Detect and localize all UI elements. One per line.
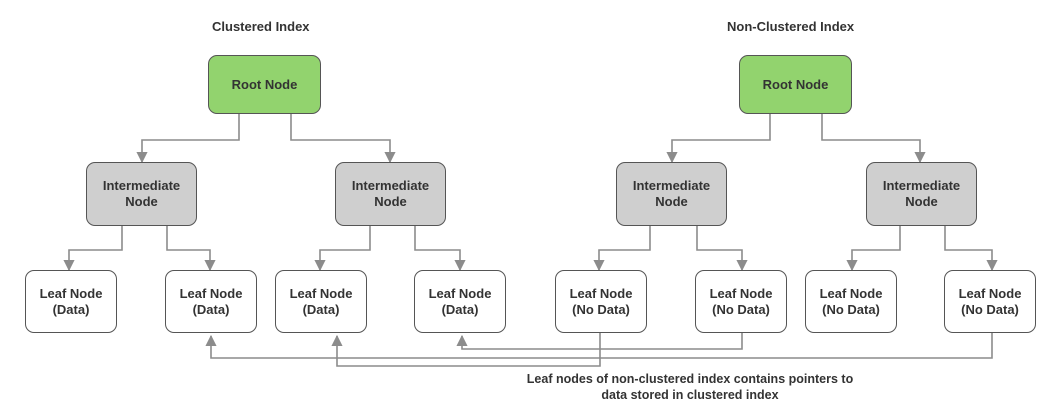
node-label-line1: Leaf Node	[179, 285, 243, 301]
pointer-caption: Leaf nodes of non-clustered index contai…	[440, 371, 940, 403]
edge-n-inter2-to-leaf-4	[944, 226, 998, 272]
node-label-line2: Node	[125, 194, 158, 209]
node-label-line2: Node	[655, 194, 688, 209]
edge-c-inter2-to-leaf-3	[314, 226, 371, 272]
node-label-line1: Leaf Node	[289, 285, 353, 301]
edge-c-inter1-to-leaf-2	[166, 226, 216, 272]
edge-n-inter2-to-leaf-3	[846, 226, 901, 272]
node-label-line2: (No Data)	[822, 301, 880, 317]
edge-c-root-to-inter-2	[290, 114, 396, 164]
node-label-line2: Node	[905, 194, 938, 209]
node-label-line1: Intermediate	[632, 178, 711, 193]
edge-c-inter1-to-leaf-1	[63, 226, 123, 272]
clustered-intermediate-node-2: Intermediate Node	[335, 162, 446, 226]
node-label-line2: (No Data)	[712, 301, 770, 317]
clustered-leaf-node-2: Leaf Node (Data)	[165, 270, 257, 333]
clustered-index-title: Clustered Index	[212, 19, 310, 34]
nonclustered-leaf-node-2: Leaf Node (No Data)	[695, 270, 787, 333]
node-label-line1: Leaf Node	[428, 285, 492, 301]
clustered-leaf-node-3: Leaf Node (Data)	[275, 270, 367, 333]
clustered-leaf-node-1: Leaf Node (Data)	[25, 270, 117, 333]
pointer-n-leaf-2-to-c-leaf-4	[456, 333, 743, 350]
node-label-line1: Leaf Node	[709, 285, 773, 301]
pointer-caption-line2: data stored in clustered index	[601, 388, 779, 402]
edge-n-root-to-inter-2	[821, 114, 926, 164]
edge-n-inter1-to-leaf-2	[696, 226, 748, 272]
edge-n-root-to-inter-1	[666, 114, 771, 164]
node-label-line2: (Data)	[192, 301, 230, 317]
clustered-root-node: Root Node	[208, 55, 321, 114]
node-label-line1: Intermediate	[882, 178, 961, 193]
node-label-line2: (No Data)	[961, 301, 1019, 317]
edge-n-inter1-to-leaf-1	[593, 226, 651, 272]
edge-c-inter2-to-leaf-4	[414, 226, 466, 272]
pointer-n-leaf-4-to-c-leaf-2	[205, 333, 993, 359]
edge-c-root-to-inter-1	[136, 114, 240, 164]
clustered-intermediate-node-1: Intermediate Node	[86, 162, 197, 226]
clustered-leaf-node-4: Leaf Node (Data)	[414, 270, 506, 333]
node-label-line1: Leaf Node	[958, 285, 1022, 301]
nonclustered-root-node-label: Root Node	[762, 76, 829, 92]
node-label-line2: (No Data)	[572, 301, 630, 317]
clustered-root-node-label: Root Node	[231, 76, 298, 92]
node-label-line1: Intermediate	[102, 178, 181, 193]
nonclustered-root-node: Root Node	[739, 55, 852, 114]
nonclustered-leaf-node-4: Leaf Node (No Data)	[944, 270, 1036, 333]
node-label-line2: (Data)	[52, 301, 90, 317]
node-label-line1: Leaf Node	[569, 285, 633, 301]
node-label-line1: Leaf Node	[819, 285, 883, 301]
nonclustered-leaf-node-1: Leaf Node (No Data)	[555, 270, 647, 333]
node-label-line2: Node	[374, 194, 407, 209]
nonclustered-leaf-node-3: Leaf Node (No Data)	[805, 270, 897, 333]
nonclustered-intermediate-node-2: Intermediate Node	[866, 162, 977, 226]
node-label-line2: (Data)	[302, 301, 340, 317]
node-label-line2: (Data)	[441, 301, 479, 317]
node-label-line1: Intermediate	[351, 178, 430, 193]
node-label-line1: Leaf Node	[39, 285, 103, 301]
nonclustered-index-title: Non-Clustered Index	[727, 19, 855, 34]
nonclustered-intermediate-node-1: Intermediate Node	[616, 162, 727, 226]
pointer-caption-line1: Leaf nodes of non-clustered index contai…	[526, 372, 854, 386]
